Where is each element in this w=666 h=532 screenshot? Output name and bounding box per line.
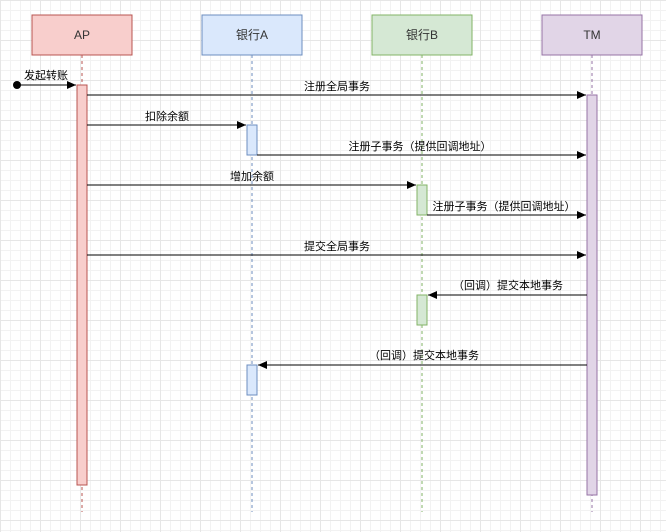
activation-ap[interactable] xyxy=(76,84,88,486)
message-register-sub-b[interactable]: 注册子事务（提供回调地址） xyxy=(427,199,586,219)
participant-bank-b[interactable]: 银行B xyxy=(371,14,473,56)
activation-bank-a-1[interactable] xyxy=(246,124,258,156)
participant-bank-a[interactable]: 银行A xyxy=(201,14,303,56)
message-callback-commit-b[interactable]: （回调）提交本地事务 xyxy=(428,278,587,299)
participant-tm-label: TM xyxy=(583,28,600,42)
message-callback-commit-a[interactable]: （回调）提交本地事务 xyxy=(258,348,587,369)
activation-tm[interactable] xyxy=(586,94,598,496)
message-register-global[interactable]: 注册全局事务 xyxy=(87,79,586,99)
participant-bank-a-label: 银行A xyxy=(236,28,268,42)
message-commit-global[interactable]: 提交全局事务 xyxy=(87,239,586,259)
message-register-global-label: 注册全局事务 xyxy=(304,79,370,93)
participant-bank-b-label: 银行B xyxy=(406,28,438,42)
message-start[interactable]: 发起转账 xyxy=(13,68,76,89)
message-commit-global-label: 提交全局事务 xyxy=(304,239,370,253)
message-deduct-balance-label: 扣除余额 xyxy=(145,109,189,123)
message-deduct-balance[interactable]: 扣除余额 xyxy=(87,109,246,129)
message-increase-balance[interactable]: 增加余额 xyxy=(87,169,416,189)
message-callback-commit-b-label: （回调）提交本地事务 xyxy=(453,278,563,292)
message-increase-balance-label: 增加余额 xyxy=(230,169,274,183)
message-register-sub-b-label: 注册子事务（提供回调地址） xyxy=(433,199,576,213)
activation-bank-b-1[interactable] xyxy=(416,184,428,216)
participant-tm[interactable]: TM xyxy=(541,14,643,56)
participant-ap[interactable]: AP xyxy=(31,14,133,56)
participant-ap-label: AP xyxy=(74,28,90,42)
activation-bank-a-2[interactable] xyxy=(246,364,258,396)
message-register-sub-a[interactable]: 注册子事务（提供回调地址） xyxy=(257,139,586,159)
message-callback-commit-a-label: （回调）提交本地事务 xyxy=(369,348,479,362)
message-register-sub-a-label: 注册子事务（提供回调地址） xyxy=(349,139,492,153)
message-start-label: 发起转账 xyxy=(24,68,68,82)
activation-bank-b-2[interactable] xyxy=(416,294,428,326)
